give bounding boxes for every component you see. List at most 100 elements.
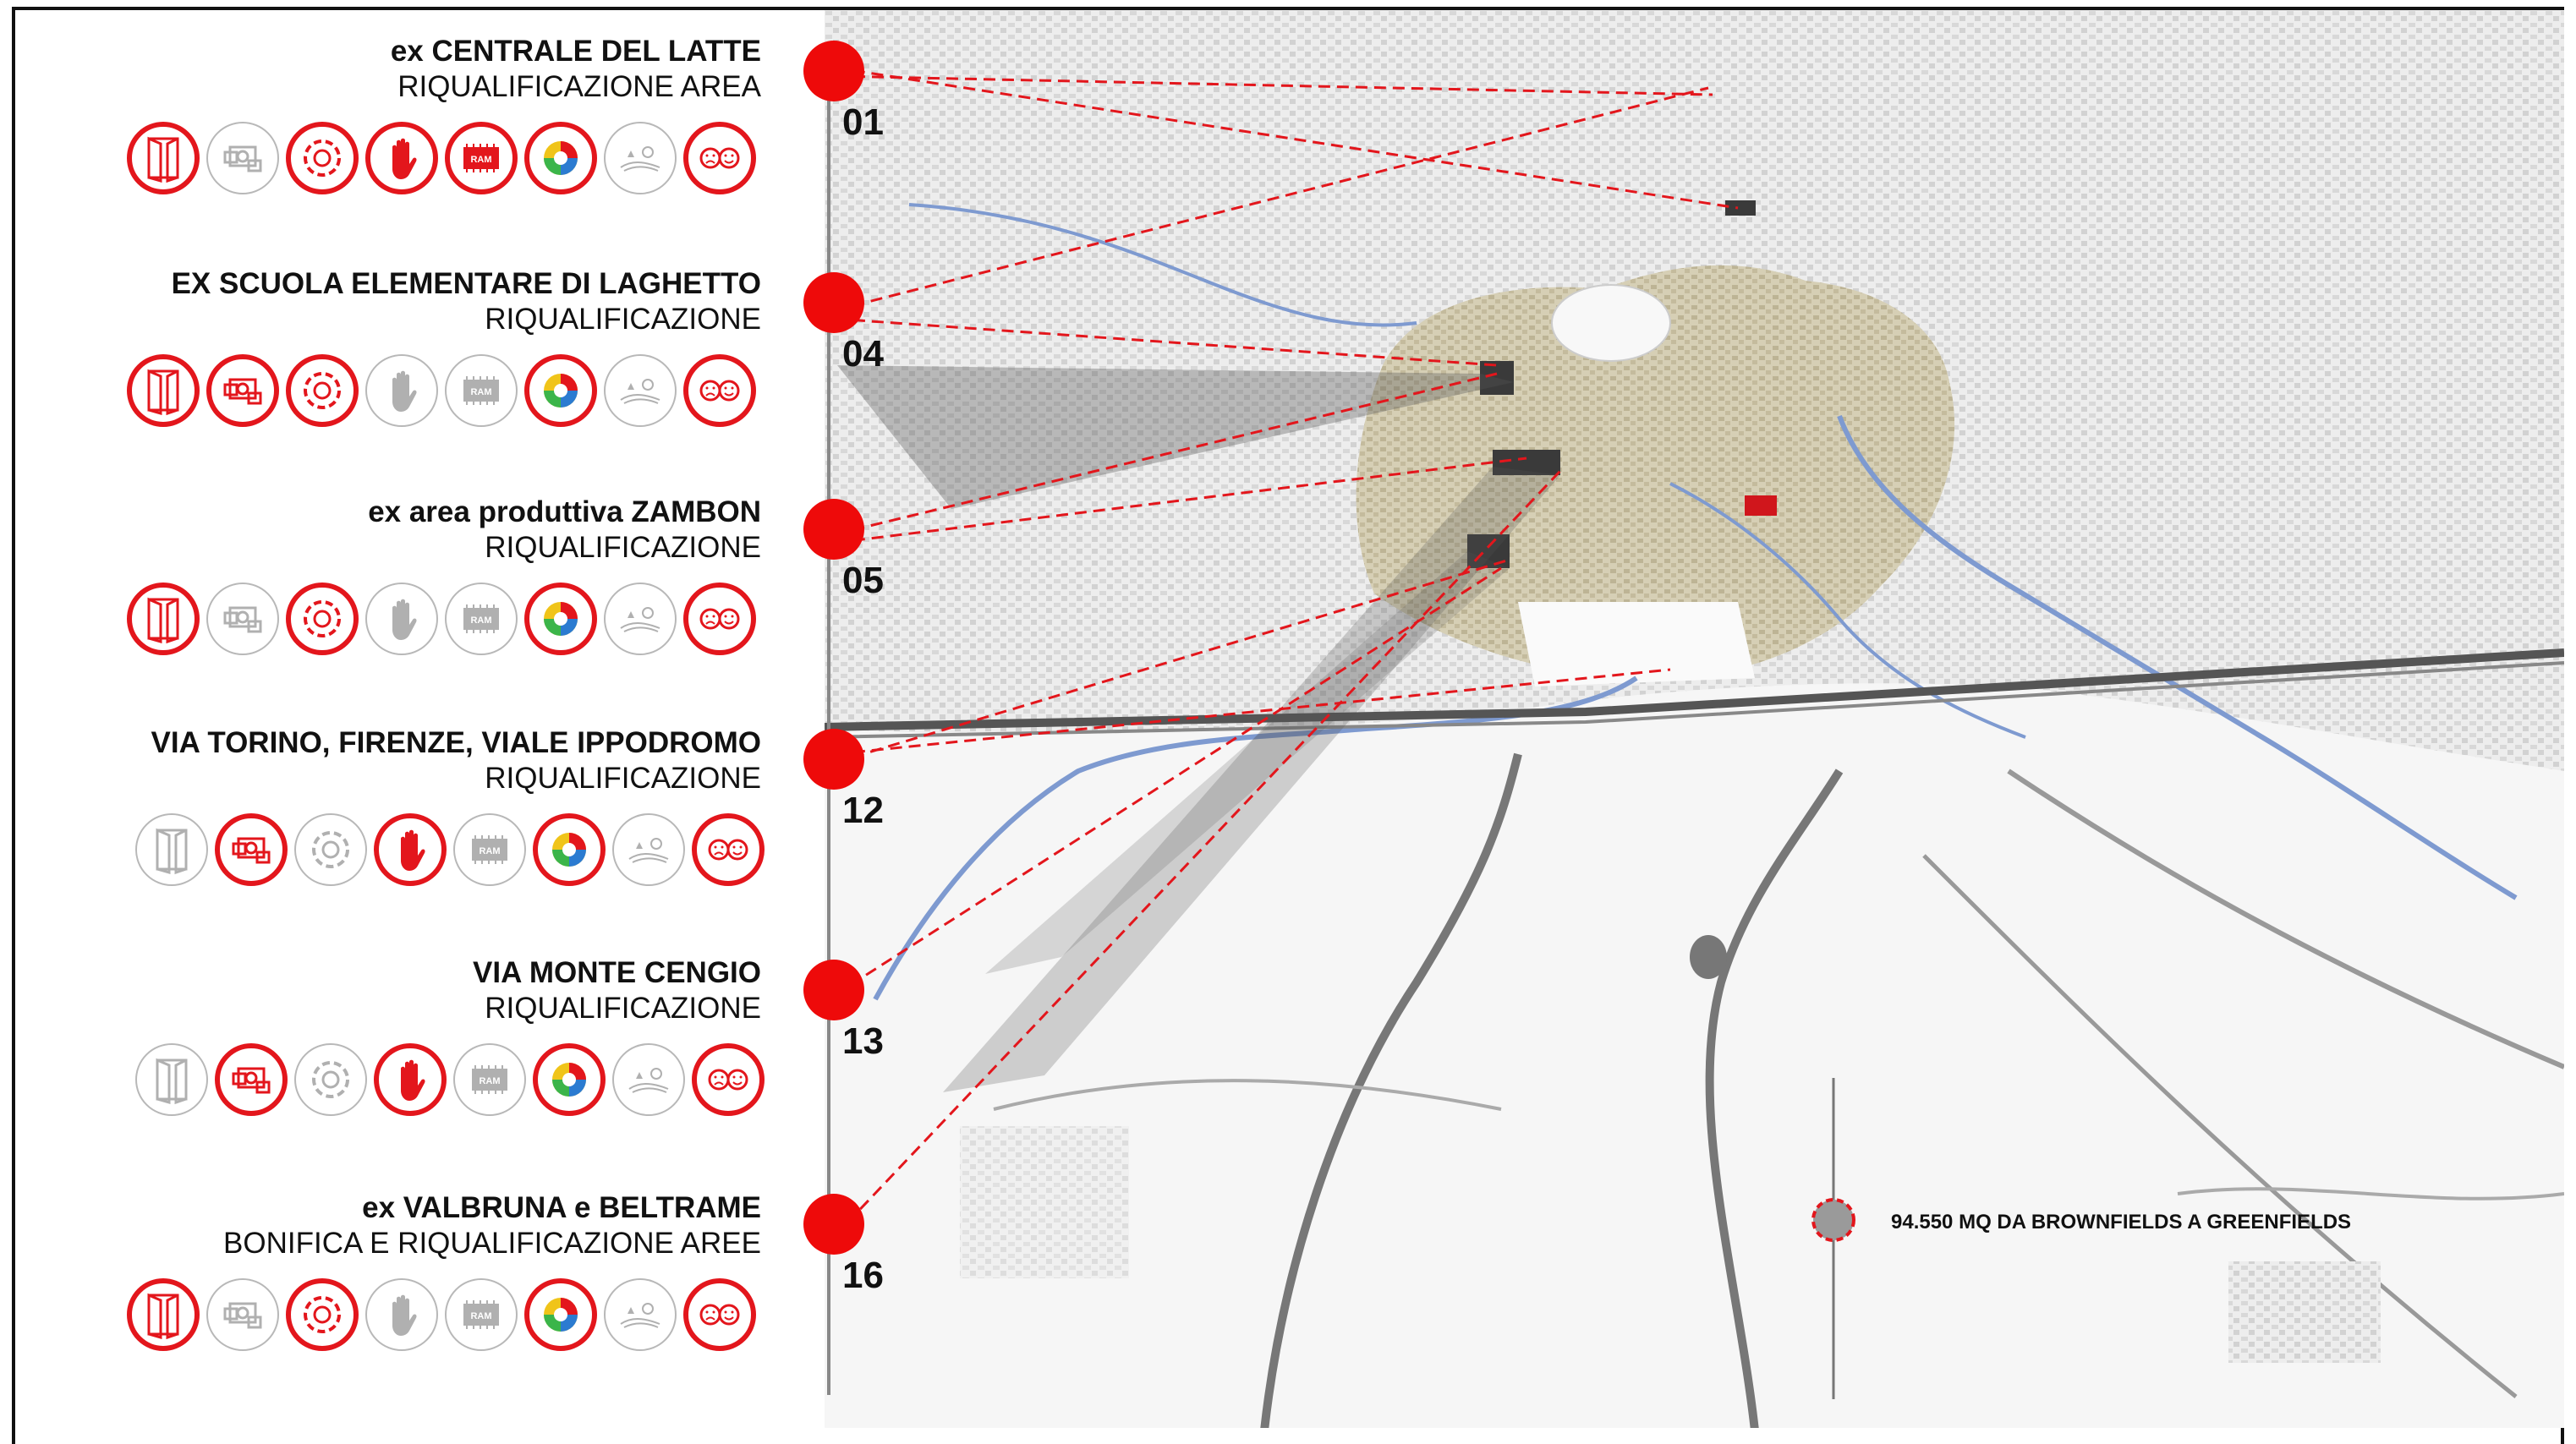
river-retrone [1837,414,2518,900]
road-south [1705,768,1844,1428]
project-title: ex CENTRALE DEL LATTE [390,35,761,68]
village-cluster-west [960,1126,1129,1278]
project-number: 04 [842,333,884,375]
faces-icon [692,813,765,886]
door-icon [127,122,200,194]
landscape-icon [604,1278,677,1351]
landscape-icon [604,583,677,655]
highlighted-building [1745,495,1777,516]
road-local-2 [2177,1187,2564,1201]
project-title: EX SCUOLA ELEMENTARE DI LAGHETTO [171,267,761,300]
landscape-icon [604,354,677,427]
city-map [825,10,2564,1428]
color-wheel-icon [524,354,597,427]
timeline-axis [827,59,830,1395]
color-wheel-icon [533,1043,606,1116]
hand-icon [365,1278,438,1351]
park-area [1551,284,1671,362]
railway [825,648,2564,731]
project-site-04 [1480,361,1514,395]
ram-icon: RAM [445,1278,518,1351]
open-space [1518,602,1755,686]
project-title: VIA TORINO, FIRENZE, VIALE IPPODROMO [151,726,761,759]
project-subtitle: RIQUALIFICAZIONE [485,992,761,1025]
circle-arrows-icon [286,583,359,655]
project-site-05 [1493,450,1560,475]
projection-plane-16 [943,467,1560,1092]
photo-icon [215,1043,288,1116]
project-marker[interactable] [803,499,864,560]
ram-icon: RAM [445,583,518,655]
color-wheel-icon [533,813,606,886]
ram-icon: RAM [453,1043,526,1116]
landscape-icon [612,1043,685,1116]
project-subtitle: RIQUALIFICAZIONE AREA [397,70,761,103]
circle-arrows-icon [286,122,359,194]
circle-arrows-icon [286,354,359,427]
project-icons: RAM [127,354,756,427]
door-icon [135,1043,208,1116]
ram-icon: RAM [445,122,518,194]
ram-icon: RAM [453,813,526,886]
project-subtitle: BONIFICA E RIQUALIFICAZIONE AREE [223,1227,761,1260]
photo-icon [206,1278,279,1351]
svg-text:RAM: RAM [470,615,491,626]
road-local [993,1079,1502,1111]
project-title: ex VALBRUNA e BELTRAME [362,1191,761,1224]
roundabout [1690,935,1727,979]
project-icons: RAM [135,1043,765,1116]
project-number: 16 [842,1255,884,1296]
circle-arrows-icon [286,1278,359,1351]
project-marker[interactable] [803,960,864,1020]
color-wheel-icon [524,583,597,655]
hand-icon [365,122,438,194]
svg-text:RAM: RAM [479,1076,500,1086]
hand-icon [365,583,438,655]
landscape-icon [604,122,677,194]
svg-text:RAM: RAM [479,846,500,856]
project-marker[interactable] [803,729,864,790]
photo-icon [206,354,279,427]
project-icons: RAM [127,583,756,655]
photo-icon [206,583,279,655]
door-icon [127,354,200,427]
project-subtitle: RIQUALIFICAZIONE [485,531,761,564]
color-wheel-icon [524,1278,597,1351]
road-south-east [2007,768,2564,1069]
project-marker[interactable] [803,41,864,101]
project-subtitle: RIQUALIFICAZIONE [485,303,761,336]
hand-icon [365,354,438,427]
door-icon [127,583,200,655]
leader-lines [833,66,1739,1238]
photo-icon [215,813,288,886]
legend-marker [1811,1078,1855,1399]
river-north [908,203,1417,327]
project-icons: RAM [135,813,765,886]
road-south-west [1260,752,1522,1428]
project-number: 05 [842,560,884,601]
project-site-01 [1725,200,1756,216]
river-center [1669,482,2026,739]
project-marker[interactable] [803,1194,864,1255]
faces-icon [692,1043,765,1116]
project-number: 13 [842,1020,884,1062]
legend-label: 94.550 MQ DA BROWNFIELDS A GREENFIELDS [1891,1211,2352,1233]
color-wheel-icon [524,122,597,194]
project-icons: RAM [127,122,756,194]
project-marker[interactable] [803,272,864,333]
project-icons: RAM [127,1278,756,1351]
svg-text:RAM: RAM [470,387,491,397]
projection-plane-04 [837,365,1514,509]
photo-icon [206,122,279,194]
circle-arrows-icon [294,813,367,886]
project-title: VIA MONTE CENGIO [473,956,761,989]
faces-icon [683,1278,756,1351]
door-icon [135,813,208,886]
road-east [1922,854,2518,1398]
